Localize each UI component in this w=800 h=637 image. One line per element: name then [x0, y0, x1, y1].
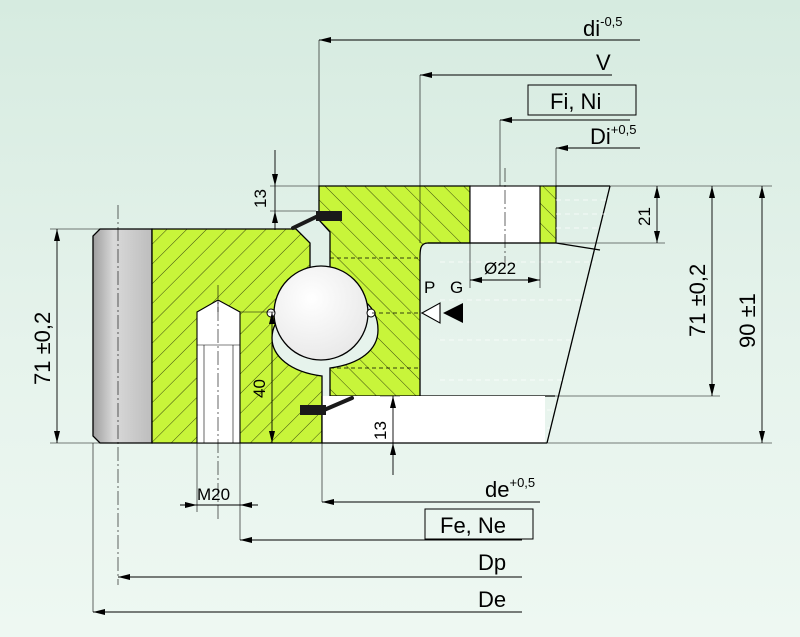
fe-ne-box [424, 508, 534, 540]
label-di: di-0,5 [583, 14, 623, 41]
label-Fe-Ne: Fe, Ne [440, 513, 506, 538]
outer-ring-bolt-hole [196, 299, 241, 444]
P-triangle-open [420, 302, 441, 324]
seal-bottom-block [300, 405, 326, 415]
label-De: De [478, 587, 506, 612]
ball-plug-left [266, 308, 276, 318]
seal-top-block [316, 211, 342, 221]
G-triangle-filled [443, 303, 463, 323]
label-Fi-Ni: Fi, Ni [550, 89, 601, 114]
text-labels: di-0,5 V Fi, Ni Di+0,5 de+0,5 Fe, Ne Dp … [30, 14, 760, 612]
label-G: G [450, 278, 463, 297]
inner-ring-right-strip [539, 185, 557, 244]
label-13-bottom: 13 [371, 421, 390, 440]
label-21: 21 [635, 207, 654, 226]
label-90: 90 ±1 [735, 293, 760, 348]
seal-top-lip [291, 214, 320, 230]
fi-ni-box [527, 84, 637, 116]
seal-bottom-lip [322, 396, 354, 412]
top-dimension-leaders [319, 37, 640, 151]
outer-ring-grey-face [92, 228, 153, 444]
lubrication-symbols [420, 302, 463, 324]
break-ghost-lines [340, 199, 610, 429]
seals [291, 211, 354, 415]
label-40: 40 [250, 379, 269, 398]
hole-diameter-leader [469, 243, 541, 288]
ball-circle [273, 265, 369, 361]
label-Dp: Dp [478, 550, 506, 575]
label-M20: M20 [197, 485, 230, 504]
label-71-right: 71 ±0,2 [685, 264, 710, 337]
label-de: de+0,5 [485, 475, 535, 502]
label-V: V [596, 50, 611, 75]
bottom-dimension-leaders [93, 499, 540, 615]
label-hole-dia: Ø22 [484, 259, 516, 278]
outer-ring [92, 228, 323, 444]
extension-lines [50, 40, 772, 612]
label-71-left: 71 ±0,2 [30, 312, 55, 385]
ball [266, 265, 422, 361]
label-P: P [424, 278, 435, 297]
label-13-top: 13 [251, 189, 270, 208]
vertical-dimensions [54, 150, 765, 475]
label-Di: Di+0,5 [590, 122, 636, 149]
inner-ring-lower-white [322, 396, 545, 443]
